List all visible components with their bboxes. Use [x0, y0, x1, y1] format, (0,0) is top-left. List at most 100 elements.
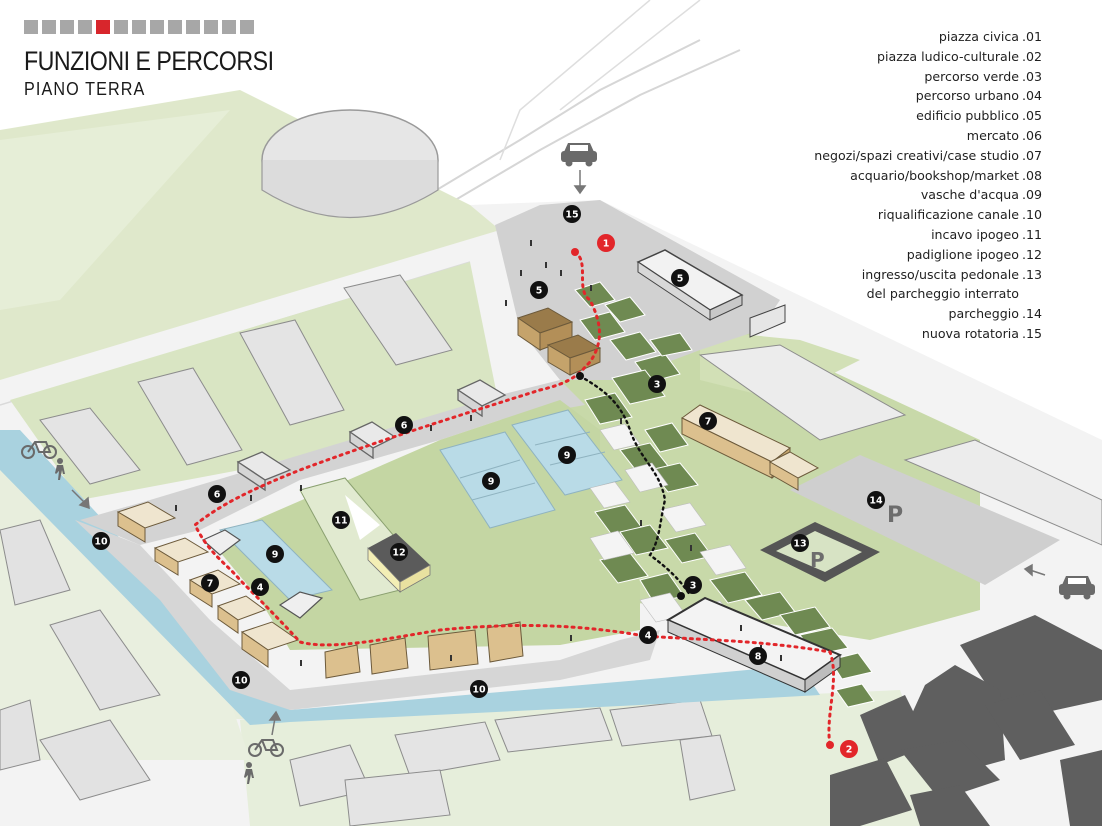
legend-item: vasche d'acqua.09 [920, 187, 1043, 203]
marker-circle [749, 647, 767, 665]
marker-m6b: 6 [208, 485, 226, 503]
legend-item: edificio pubblico.05 [916, 108, 1043, 124]
marker-label: 9 [488, 476, 495, 487]
title-block: FUNZIONI E PERCORSI PIANO TERRA [24, 20, 314, 100]
marker-m10a: 10 [92, 532, 110, 550]
marker-m9b: 9 [482, 472, 500, 490]
marker-m9c: 9 [266, 545, 284, 563]
progress-square [186, 20, 200, 34]
building-05-wood [516, 307, 602, 376]
marker-m13: 13 [791, 534, 809, 552]
marker-m5a: 5 [530, 281, 548, 299]
legend-item: percorso verde.03 [924, 68, 1043, 84]
page-progress-indicator [24, 20, 314, 34]
bicycle-icon [248, 739, 284, 757]
legend-item: padiglione ipogeo.12 [906, 246, 1043, 262]
marker-m10c: 10 [470, 680, 488, 698]
marker-m10b: 10 [232, 671, 250, 689]
progress-square [42, 20, 56, 34]
paving-tiles [574, 281, 875, 708]
marker-circle [92, 532, 110, 550]
marker-circle [482, 472, 500, 490]
marker-circle [648, 375, 666, 393]
existing-buildings-right [698, 344, 1102, 546]
progress-square [60, 20, 74, 34]
progress-square [132, 20, 146, 34]
marker-label: 10 [94, 536, 108, 547]
marker-label: 1 [603, 238, 610, 249]
legend: piazza civica.01 piazza ludico-culturale… [662, 27, 1042, 344]
marker-label: 7 [207, 578, 214, 589]
legend-item: incavo ipogeo.11 [931, 226, 1043, 242]
marker-label: 12 [392, 547, 405, 558]
progress-square [114, 20, 128, 34]
marker-m12: 12 [390, 543, 408, 561]
marker-circle [597, 234, 615, 252]
building-05-north [636, 249, 786, 338]
shops-07-left [116, 501, 524, 679]
marker-label: 8 [755, 651, 762, 662]
marker-circle [639, 626, 657, 644]
pedestrian-icon [244, 762, 254, 784]
marker-m11: 11 [332, 511, 350, 529]
marker-m3a: 3 [648, 375, 666, 393]
marker-m15: 15 [563, 205, 581, 223]
marker-m4a: 4 [251, 578, 269, 596]
page-subtitle: PIANO TERRA [24, 79, 146, 99]
marker-label: 15 [565, 209, 578, 220]
marker-label: 3 [654, 379, 661, 390]
marker-label: 7 [705, 416, 712, 427]
marker-circle [251, 578, 269, 596]
marker-label: 3 [690, 580, 697, 591]
marker-label: 4 [257, 582, 264, 593]
marker-circle [791, 534, 809, 552]
car-icon [1059, 576, 1095, 600]
marker-m7b: 7 [201, 574, 219, 592]
marker-label: 10 [472, 684, 486, 695]
marker-label: 5 [677, 273, 684, 284]
car-icon [561, 143, 597, 167]
marker-m3b: 3 [684, 576, 702, 594]
urban-path-red [193, 250, 835, 747]
marker-label: 11 [334, 515, 347, 526]
marker-m8: 8 [749, 647, 767, 665]
marker-m9a: 9 [558, 446, 576, 464]
legend-item: parcheggio.14 [948, 306, 1043, 322]
parking-sign-13: P [810, 548, 825, 572]
marker-circle [395, 416, 413, 434]
marker-m5b: 5 [671, 269, 689, 287]
existing-buildings-lower-left [0, 519, 161, 801]
marker-label: 13 [793, 538, 806, 549]
marker-circle [390, 543, 408, 561]
legend-item: mercato.06 [966, 127, 1043, 143]
parking-lot [790, 455, 1060, 585]
marker-m6a: 6 [395, 416, 413, 434]
marker-label: 9 [564, 450, 571, 461]
marker-m1: 1 [597, 234, 615, 252]
legend-item: negozi/spazi creativi/case studio.07 [814, 147, 1043, 163]
progress-square [24, 20, 38, 34]
access-arrows [71, 170, 1046, 736]
page-title: FUNZIONI E PERCORSI [24, 46, 274, 76]
people-figures [175, 240, 782, 666]
progress-square [150, 20, 164, 34]
legend-item: piazza ludico-culturale.02 [877, 48, 1043, 64]
marker-label: 9 [272, 549, 279, 560]
dark-buildings [830, 615, 1102, 826]
marker-circle [201, 574, 219, 592]
marker-circle [208, 485, 226, 503]
marker-circle [840, 740, 858, 758]
bicycle-icon [21, 441, 57, 459]
triangular-pavilions [201, 529, 324, 619]
green-path-black [571, 248, 834, 749]
marker-circle [684, 576, 702, 594]
progress-square [204, 20, 218, 34]
marker-label: 2 [846, 744, 853, 755]
marker-circle [558, 446, 576, 464]
progress-square [78, 20, 92, 34]
marker-m7a: 7 [699, 412, 717, 430]
legend-item: ingresso/uscita pedonale.13 [861, 266, 1043, 282]
marker-label: 4 [645, 630, 652, 641]
